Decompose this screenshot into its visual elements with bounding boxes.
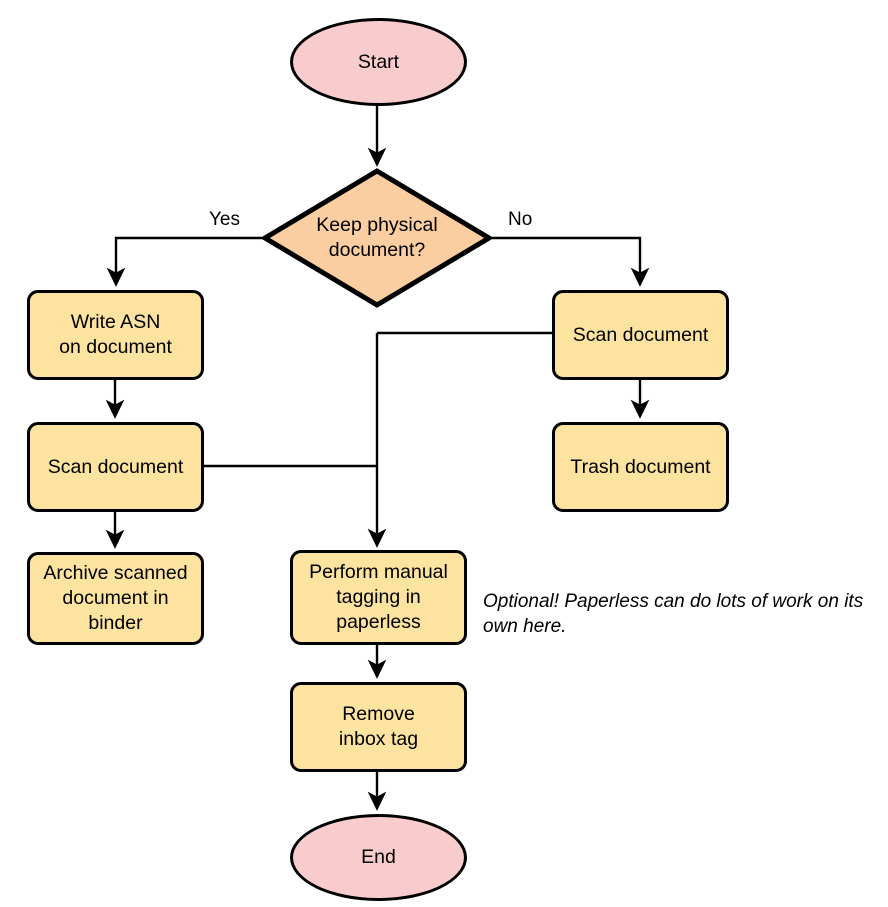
node-remove-inbox-tag-label: Remove inbox tag [338,703,419,750]
node-write-asn-on-document[interactable]: Write ASN on document [27,290,204,380]
node-decision-label: Keep physical document? [316,214,438,261]
node-perform-manual-tagging-in-paperless[interactable]: Perform manual tagging in paperless [290,550,467,645]
diamond-shape [262,168,492,308]
node-end-label: End [361,846,396,868]
annotation-optional-note: Optional! Paperless can do lots of work … [483,591,864,637]
node-archive-binder-label: Archive scanned document in binder [43,562,188,634]
edge-decision-no-to-scan-right [492,236,650,287]
edge-decision-yes-to-write-asn [106,236,262,287]
node-start-label: Start [357,50,400,73]
node-trash-document[interactable]: Trash document [552,422,729,512]
node-manual-tagging-label: Perform manual tagging in paperless [309,561,448,633]
node-decision-keep-physical-document[interactable]: Keep physical document? [262,168,492,308]
node-remove-inbox-tag[interactable]: Remove inbox tag [290,682,467,772]
edge-label-no: No [508,209,533,230]
node-archive-scanned-document-in-binder[interactable]: Archive scanned document in binder [27,552,204,645]
node-start[interactable]: Start [290,18,467,106]
node-scan-document-left[interactable]: Scan document [27,422,204,512]
edge-label-yes: Yes [209,209,240,230]
node-trash-document-label: Trash document [570,455,711,478]
node-end[interactable]: End [290,814,467,901]
node-scan-document-right[interactable]: Scan document [552,290,729,380]
node-scan-document-right-label: Scan document [572,323,709,346]
node-scan-document-left-label: Scan document [47,455,184,478]
node-write-asn-label: Write ASN on document [59,311,172,358]
